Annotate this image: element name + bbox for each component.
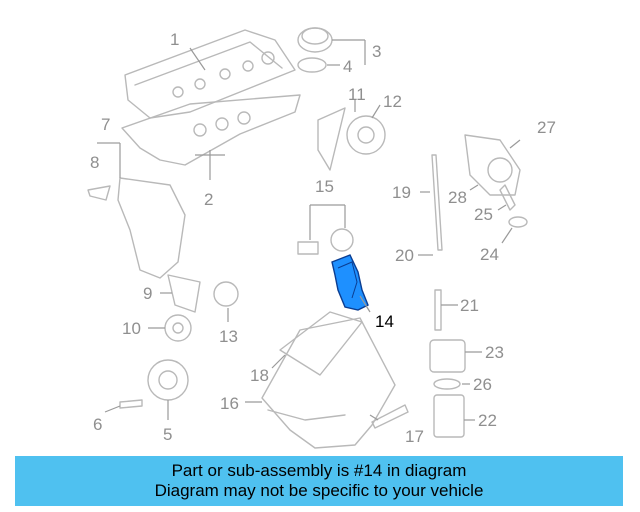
label-4: 4: [343, 57, 352, 76]
label-2: 2: [204, 190, 213, 209]
label-10: 10: [122, 319, 141, 338]
parts-diagram: 1 2 3 4 5 6 7 8 9 10 11 12 13 14 15 16 1…: [87, 27, 556, 449]
label-23: 23: [485, 343, 504, 362]
label-22: 22: [478, 411, 497, 430]
label-11: 11: [348, 85, 366, 104]
oil-pump: [464, 134, 528, 228]
oil-pan: [261, 311, 396, 449]
valve-cover: [124, 29, 296, 119]
timing-cover: [87, 177, 186, 279]
label-14: 14: [375, 312, 394, 331]
label-27: 27: [537, 118, 556, 137]
label-8: 8: [90, 153, 99, 172]
label-3: 3: [372, 42, 381, 61]
label-1: 1: [170, 30, 179, 49]
banner-line-2: Diagram may not be specific to your vehi…: [154, 481, 484, 500]
label-12: 12: [383, 92, 402, 111]
timing-components: [164, 274, 239, 342]
label-19: 19: [392, 183, 411, 202]
dipstick: [431, 154, 443, 331]
leader-lines: [97, 39, 521, 421]
label-7: 7: [101, 115, 110, 134]
label-5: 5: [163, 425, 172, 444]
valve-cover-gasket: [121, 94, 301, 166]
timing-belt-and-sprocket: [317, 107, 386, 171]
label-20: 20: [395, 246, 414, 265]
label-26: 26: [473, 375, 492, 394]
oil-filler-cap: [297, 27, 333, 73]
label-25: 25: [474, 205, 493, 224]
banner-line-1: Part or sub-assembly is #14 in diagram: [171, 461, 467, 480]
label-24: 24: [480, 245, 499, 264]
label-28: 28: [448, 188, 467, 207]
label-6: 6: [93, 415, 102, 434]
label-9: 9: [143, 284, 152, 303]
part-labels: 1 2 3 4 5 6 7 8 9 10 11 12 13 14 15 16 1…: [90, 30, 556, 446]
label-21: 21: [460, 296, 479, 315]
label-15: 15: [315, 177, 334, 196]
label-17: 17: [405, 427, 424, 446]
label-16: 16: [220, 394, 239, 413]
info-banner: Part or sub-assembly is #14 in diagram D…: [15, 456, 623, 506]
oil-filter-parts: [429, 339, 466, 438]
label-18: 18: [250, 366, 269, 385]
sealant-tube: [371, 404, 409, 429]
tensioner: [297, 228, 354, 255]
highlighted-part-14: [331, 254, 369, 311]
label-13: 13: [219, 327, 238, 346]
crank-pulley: [119, 359, 189, 409]
